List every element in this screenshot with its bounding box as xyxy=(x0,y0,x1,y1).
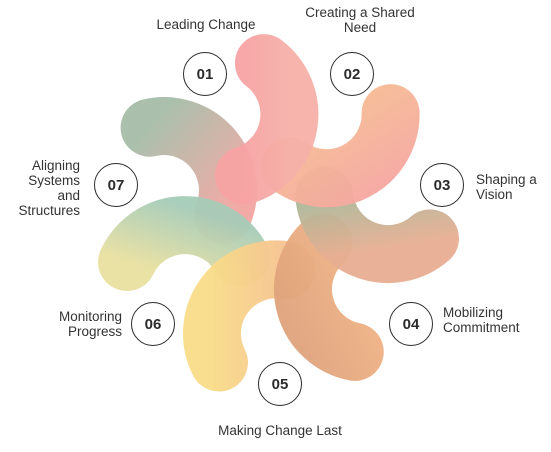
step-07-label-line: and xyxy=(57,188,80,203)
step-04-label: Mobilizing Commitment xyxy=(443,305,543,335)
petals xyxy=(98,34,459,392)
step-01-label: Leading Change xyxy=(142,17,270,32)
petal-segment-05 xyxy=(183,240,316,392)
petal-segment-02 xyxy=(260,84,420,208)
step-07-label-line: Aligning xyxy=(31,158,80,173)
step-04-number: 04 xyxy=(389,302,433,346)
petal-segment-06 xyxy=(98,196,271,292)
step-06-label-line: Progress xyxy=(67,324,122,339)
step-07-label-line: Systems xyxy=(28,173,80,188)
petal-segment-01 xyxy=(215,34,319,205)
step-03-label-line: Shaping a xyxy=(476,172,537,187)
petal-segment-04 xyxy=(273,213,384,381)
step-04-label-line: Commitment xyxy=(443,320,520,335)
step-03-number: 03 xyxy=(420,163,464,207)
petal-segment-03 xyxy=(295,166,459,284)
step-02-label: Creating a Shared Need xyxy=(290,5,430,35)
step-05-number: 05 xyxy=(258,362,302,406)
step-01-number: 01 xyxy=(183,52,227,96)
step-07-number: 07 xyxy=(94,163,138,207)
step-02-label-line: Creating a Shared xyxy=(305,5,415,20)
step-06-number: 06 xyxy=(131,302,175,346)
step-06-label-line: Monitoring xyxy=(58,309,122,324)
step-07-label-line: Structures xyxy=(18,203,80,218)
step-07-label: Aligning Systems and Structures xyxy=(0,158,80,218)
step-03-label-line: Vision xyxy=(476,187,513,202)
step-06-label: Monitoring Progress xyxy=(30,309,122,339)
step-05-label: Making Change Last xyxy=(195,423,365,438)
step-02-label-line: Need xyxy=(343,20,377,35)
step-04-label-line: Mobilizing xyxy=(443,305,504,320)
step-02-number: 02 xyxy=(330,52,374,96)
step-05-label-line: Making Change Last xyxy=(218,423,342,438)
step-01-label-line: Leading Change xyxy=(156,17,256,32)
step-03-label: Shaping a Vision xyxy=(476,172,551,202)
